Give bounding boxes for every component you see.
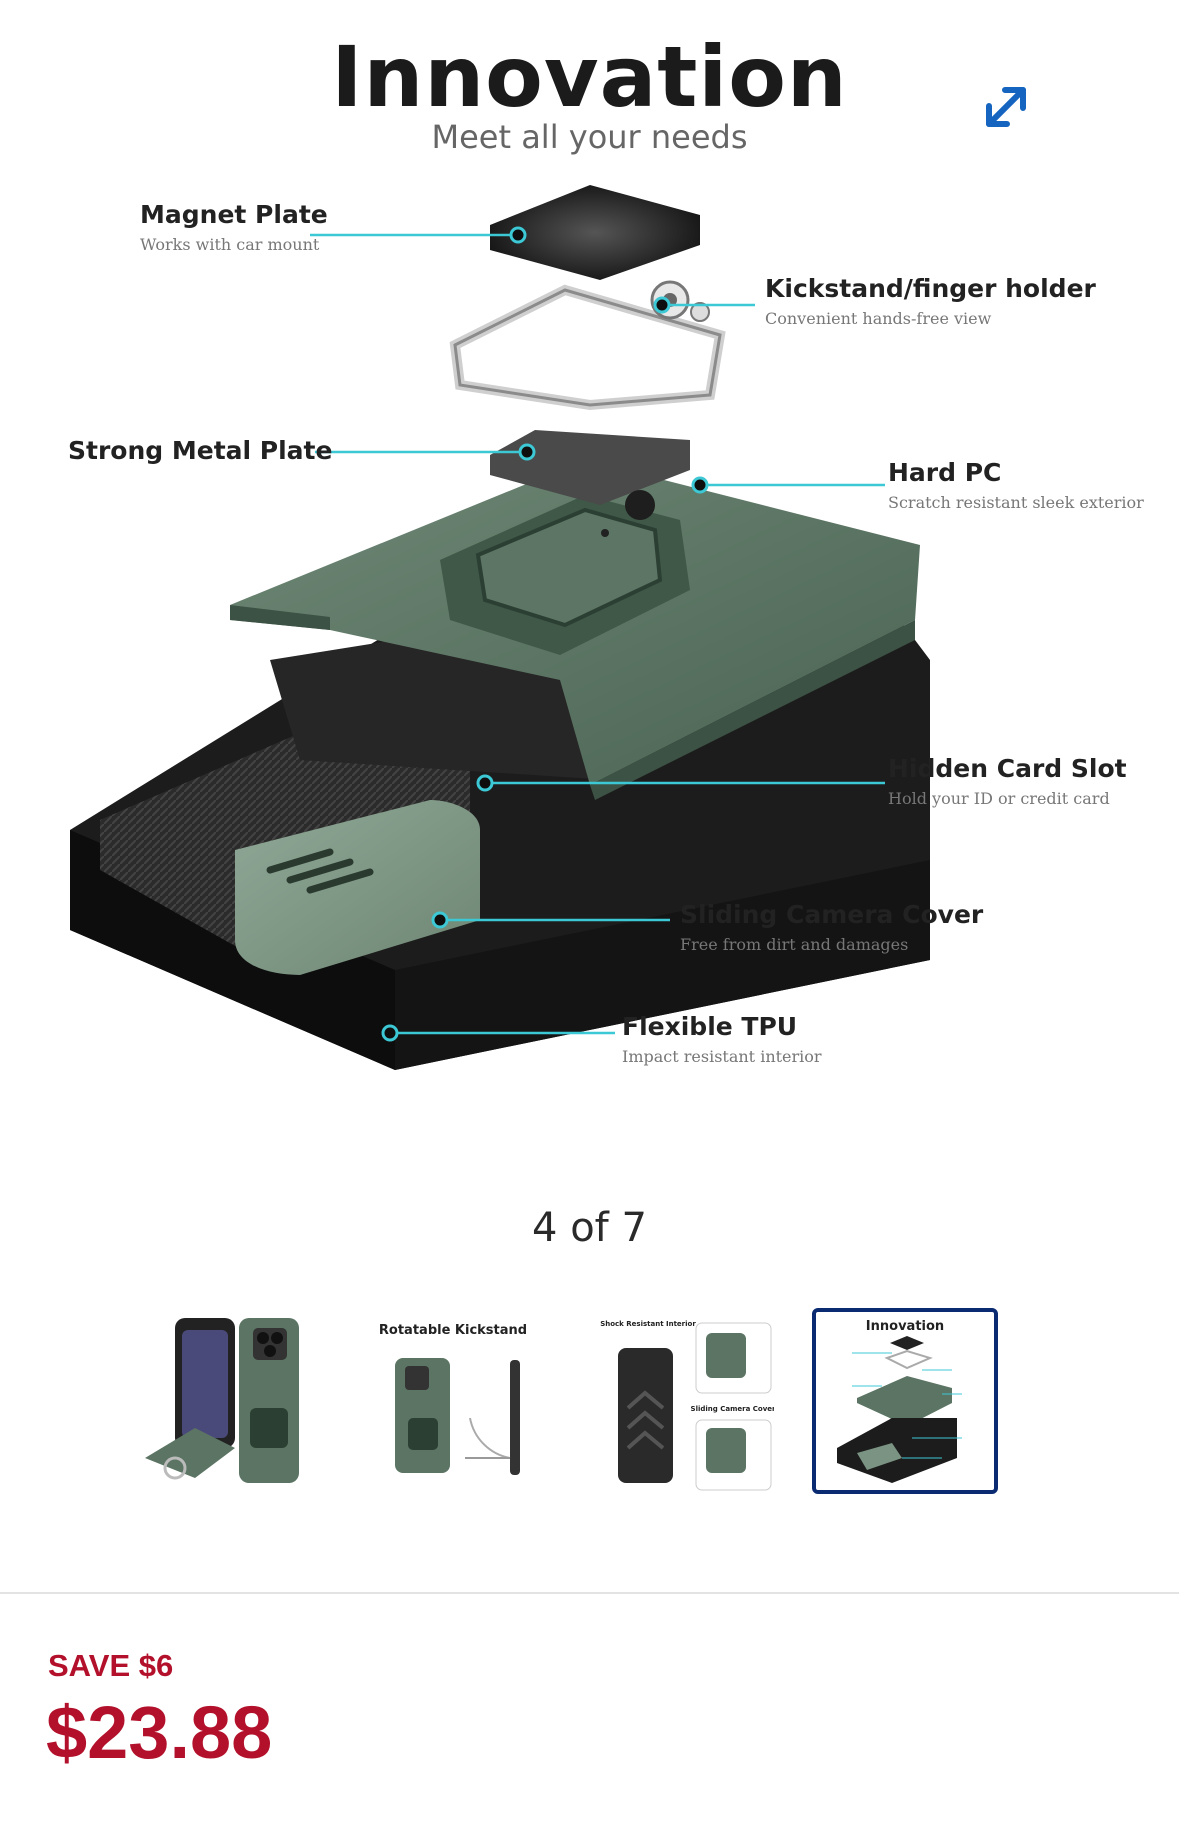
thumbnail-label: Rotatable Kickstand [379,1323,527,1338]
thumbnail-image: Innovation [837,1319,962,1483]
thumbnail-3[interactable]: Shock Resistant Interior Sliding Camera … [588,1308,776,1494]
expand-icon [986,87,1026,127]
image-counter: 4 of 7 [532,1205,647,1251]
thumbnail-label-2: Sliding Camera Cover [691,1405,774,1413]
thumbnail-image: Shock Resistant Interior Sliding Camera … [600,1320,776,1491]
image-subtitle: Meet all your needs [431,118,748,156]
callout-strong-metal-plate: Strong Metal Plate [68,436,333,465]
thumbnail-image: Rotatable Kickstand [379,1323,527,1475]
thumbnail-strip: Rotatable Kickstand Shock Resistant Inte… [0,1308,1179,1498]
image-title: Innovation [331,28,848,126]
callout-kickstand: Kickstand/finger holder Convenient hands… [765,274,1096,328]
callout-hard-pc: Hard PC Scratch resistant sleek exterior [888,458,1144,512]
callout-flexible-tpu: Flexible TPU Impact resistant interior [622,1012,822,1066]
callout-sliding-camera-cover: Sliding Camera Cover Free from dirt and … [680,900,984,954]
thumbnail-1[interactable] [135,1308,321,1494]
thumbnail-label: Shock Resistant Interior [600,1320,696,1328]
current-price: $23.88 [46,1691,273,1774]
thumbnail-image [145,1318,299,1483]
product-image-main[interactable]: Innovation Meet all your needs [0,0,1179,1100]
thumbnail-4[interactable]: Innovation [812,1308,998,1494]
exploded-case-illustration [70,185,930,1070]
expand-image-button[interactable] [975,76,1037,138]
thumbnail-label: Innovation [866,1319,944,1334]
callout-hidden-card-slot: Hidden Card Slot Hold your ID or credit … [888,754,1127,808]
callout-magnet-plate: Magnet Plate Works with car mount [140,200,328,254]
section-divider [0,1592,1179,1594]
thumbnail-2[interactable]: Rotatable Kickstand [360,1308,546,1494]
savings-badge: SAVE $6 [48,1648,174,1683]
